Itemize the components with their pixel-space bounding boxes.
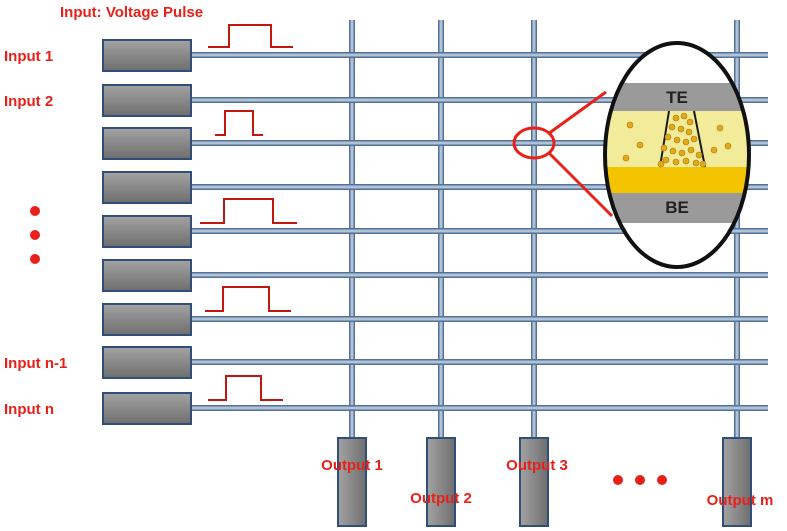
filament-outline xyxy=(659,110,706,168)
input-label: Input 2 xyxy=(4,93,53,110)
input-driver-4 xyxy=(102,171,192,204)
bottom-layer xyxy=(605,167,749,193)
output-sensor-3 xyxy=(519,437,549,527)
filament-particle xyxy=(678,149,686,157)
filament-particle xyxy=(687,146,695,154)
memristor-cell-zoom: TE BE xyxy=(603,41,751,269)
top-electrode-label: TE xyxy=(666,88,688,107)
filament-particle xyxy=(690,135,698,143)
word-line-9 xyxy=(190,405,768,411)
diagram-title: Input: Voltage Pulse xyxy=(60,4,203,21)
output-ellipsis-icon xyxy=(613,475,667,485)
input-driver-9 xyxy=(102,392,192,425)
output-label: Output 3 xyxy=(506,457,568,474)
filament-particle xyxy=(673,136,681,144)
voltage-pulse xyxy=(215,110,263,136)
input-driver-2 xyxy=(102,84,192,117)
filament-particles xyxy=(622,112,732,168)
filament-particle xyxy=(692,159,700,167)
filament-particle xyxy=(695,151,703,159)
input-drivers xyxy=(102,39,192,425)
voltage-pulses xyxy=(200,24,297,401)
word-line-3 xyxy=(190,140,768,146)
filament-particle xyxy=(622,154,630,162)
output-sensor-2 xyxy=(426,437,456,527)
voltage-pulse xyxy=(200,198,297,224)
filament-particle xyxy=(664,133,672,141)
word-line-5 xyxy=(190,228,768,234)
filament-particle xyxy=(660,144,668,152)
filament-particle xyxy=(682,157,690,165)
output-sensors xyxy=(337,437,752,527)
filament-particle xyxy=(716,124,724,132)
input-label: Input 1 xyxy=(4,48,53,65)
filament-particle xyxy=(680,112,688,120)
output-sensor-1 xyxy=(337,437,367,527)
word-line-2 xyxy=(190,97,768,103)
input-driver-5 xyxy=(102,215,192,248)
word-line-4 xyxy=(190,184,768,190)
word-line-6 xyxy=(190,272,768,278)
filament-particle xyxy=(626,121,634,129)
voltage-pulse xyxy=(208,24,293,48)
input-driver-1 xyxy=(102,39,192,72)
filament-particle xyxy=(682,138,690,146)
filament-particle xyxy=(699,160,707,168)
bottom-electrode-label: BE xyxy=(665,198,689,217)
crosspoint-highlight xyxy=(512,90,614,218)
filament-particle xyxy=(710,146,718,154)
voltage-pulse xyxy=(208,375,283,401)
input-ellipsis-icon xyxy=(30,206,40,264)
filament-particle xyxy=(636,141,644,149)
filament-particle xyxy=(669,147,677,155)
bottom-electrode xyxy=(605,193,749,223)
input-driver-6 xyxy=(102,259,192,292)
input-driver-8 xyxy=(102,346,192,379)
filament-particle xyxy=(724,142,732,150)
filament-particle xyxy=(657,160,665,168)
filament-particle xyxy=(685,128,693,136)
filament-particle xyxy=(668,123,676,131)
input-label: Input n xyxy=(4,401,54,418)
output-label: Output 1 xyxy=(321,457,383,474)
voltage-pulse xyxy=(205,286,291,312)
filament-particle xyxy=(672,158,680,166)
filament-particle xyxy=(662,156,670,164)
output-label: Output m xyxy=(707,492,774,509)
word-line-8 xyxy=(190,359,768,365)
word-line-1 xyxy=(190,52,768,58)
output-label: Output 2 xyxy=(410,490,472,507)
filament-particle xyxy=(672,114,680,122)
word-line-7 xyxy=(190,316,768,322)
top-electrode xyxy=(605,83,749,111)
input-label: Input n-1 xyxy=(4,355,67,372)
filament-particle xyxy=(686,118,694,126)
filament-particle xyxy=(677,125,685,133)
output-labels: Output 1 Output 2 Output 3 Output m xyxy=(321,457,773,509)
input-driver-3 xyxy=(102,127,192,160)
word-lines xyxy=(190,52,768,411)
output-sensor-4 xyxy=(722,437,752,527)
input-driver-7 xyxy=(102,303,192,336)
